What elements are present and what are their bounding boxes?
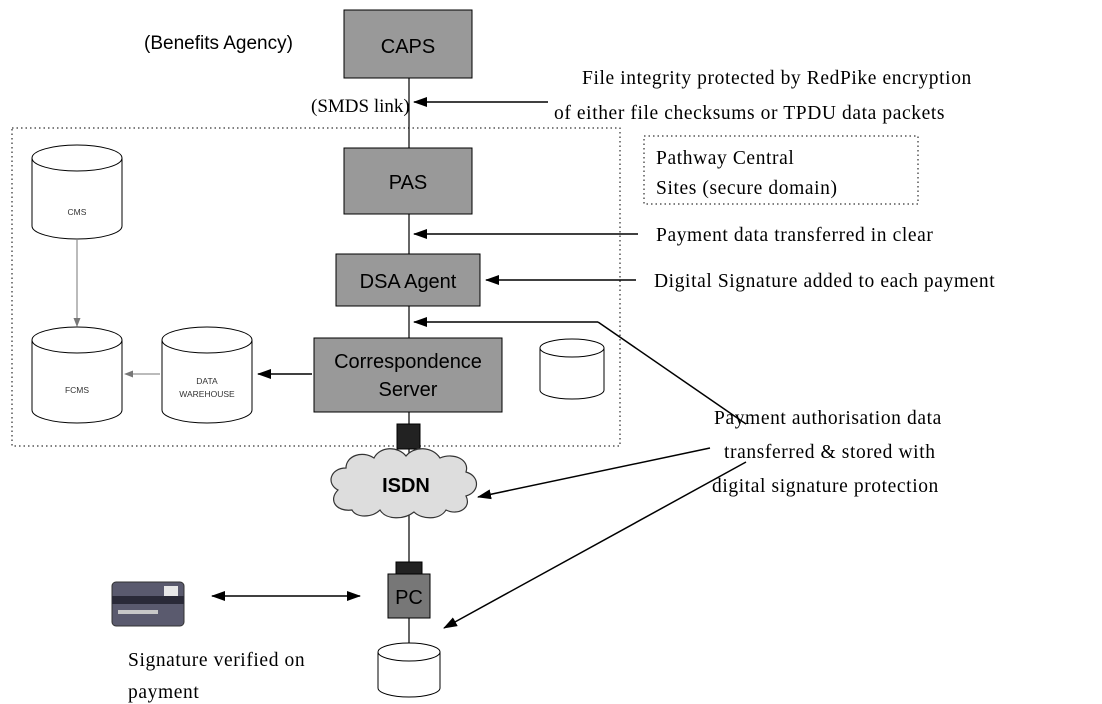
caps-box [343,9,473,79]
auth-arrow-top-diagonal [597,321,747,425]
integrity-note-1: File integrity protected by RedPike encr… [582,68,972,89]
cms-database-icon: CMS [31,144,123,240]
auth-arrow-pc-database [443,461,747,629]
cms-label: CMS [68,207,87,217]
fcms-label: FCMS [65,385,89,395]
secure-domain-region [11,127,621,447]
correspondence-server-label-2: Server [379,379,438,401]
isdn-cloud: ISDN [330,448,478,519]
domain-label-1: Pathway Central [656,148,794,169]
dsa-agent-box [335,253,481,307]
auth-note-1: Payment authorisation data [714,408,942,429]
pas-box [343,147,473,215]
correspondence-server-box [313,337,503,413]
isdn-label: ISDN [382,475,430,497]
data-warehouse-label-2: WAREHOUSE [179,389,235,399]
payment-clear-note: Payment data transferred in clear [656,225,934,246]
dsa-agent-label: DSA Agent [360,271,457,293]
verified-note-2: payment [128,682,199,703]
auth-note-3: digital signature protection [712,476,939,497]
pc-database-icon [377,642,441,698]
smds-link-label: (SMDS link) [311,96,410,117]
pc-connector [395,561,423,575]
correspondence-server-label-1: Correspondence [334,351,482,373]
pc-box [387,573,431,619]
integrity-note-2: of either file checksums or TPDU data pa… [554,103,945,124]
caps-label: CAPS [381,36,435,58]
auth-arrow-isdn [477,447,711,500]
domain-label-2: Sites (secure domain) [656,178,838,199]
server-database-icon [539,338,605,400]
data-warehouse-database-icon: DATA WAREHOUSE [161,326,253,424]
auth-note-2: transferred & stored with [724,442,936,463]
data-warehouse-label-1: DATA [196,376,218,386]
agency-label: (Benefits Agency) [144,33,293,54]
fcms-database-icon: FCMS [31,326,123,424]
digital-signature-note: Digital Signature added to each payment [654,271,995,292]
connector-block [396,423,421,450]
smart-card-icon [111,581,185,627]
verified-note-1: Signature verified on [128,650,305,671]
pas-label: PAS [389,172,428,194]
pc-label: PC [395,587,423,609]
